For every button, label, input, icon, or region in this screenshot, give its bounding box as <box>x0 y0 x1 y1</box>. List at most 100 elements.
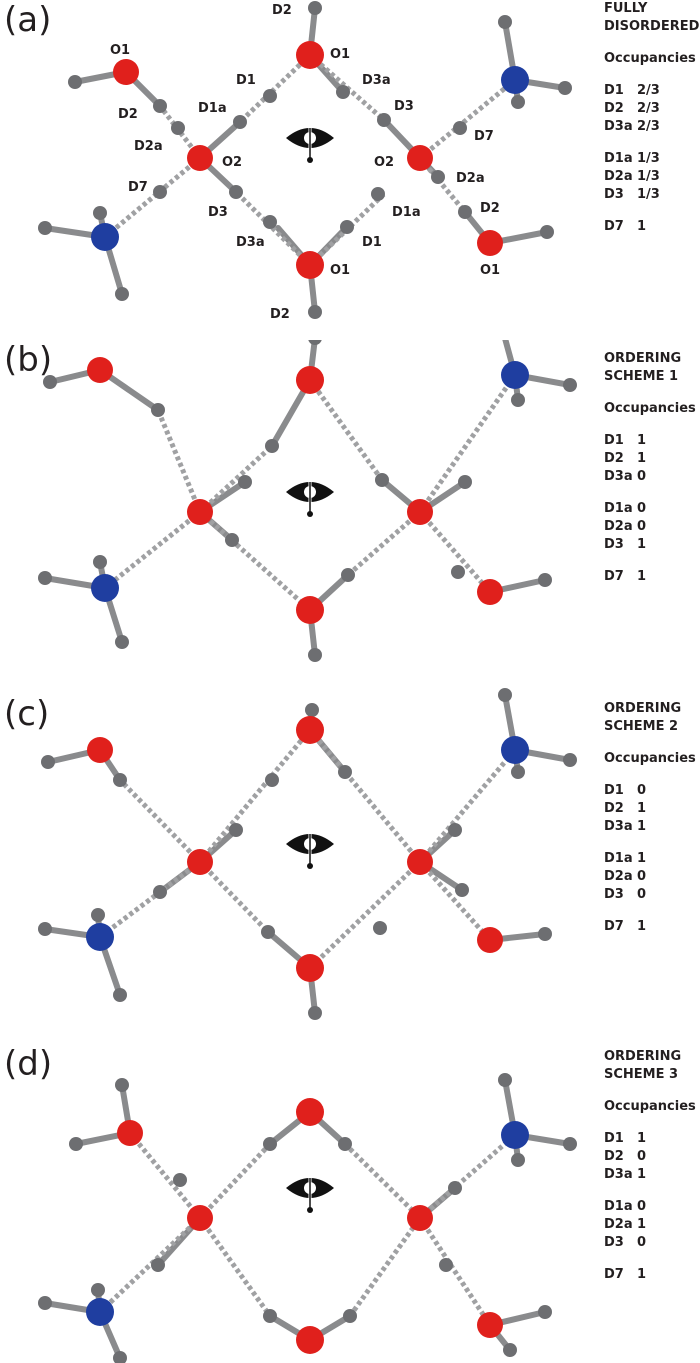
panel-c: (c) <box>0 680 700 1020</box>
deuterium-atoms <box>38 1 572 319</box>
scheme-title: FULLY DISORDERED <box>604 1 700 34</box>
heavy-atoms <box>91 41 529 279</box>
atom-label: O2 <box>222 155 242 170</box>
site-label: D1 <box>604 83 624 98</box>
panel-label: (d) <box>4 1044 53 1084</box>
atom-label: D1a <box>392 205 421 220</box>
site-value: 1 <box>637 1267 647 1282</box>
site-value: 2/3 <box>637 101 660 116</box>
site-label: D1a <box>604 851 633 866</box>
scheme-title: ORDERING SCHEME 2 <box>604 701 682 734</box>
atom-label: D2a <box>456 171 485 186</box>
site-value: 1 <box>637 851 647 866</box>
site-value: 0 <box>637 469 647 484</box>
site-label: D3 <box>604 187 624 202</box>
atom-label: D3a <box>236 235 265 250</box>
occupancy-row: D2 2/3 <box>604 100 700 118</box>
site-label: D1 <box>604 1131 624 1146</box>
site-label: D1a <box>604 1199 633 1214</box>
atom-label: D2a <box>134 139 163 154</box>
panel-b: (b) <box>0 340 700 680</box>
occupancy-row: D3 1 <box>604 536 700 554</box>
site-label: D2 <box>604 451 624 466</box>
atom-label: O1 <box>330 47 350 62</box>
atom-labels: D2 O1 D1 D3a O1 D3 D7 D2 D1a D2a O2 O2 D… <box>110 3 500 322</box>
atom-label: D2 <box>118 107 138 122</box>
molecule-diagram <box>38 1073 577 1363</box>
site-value: 0 <box>637 1235 647 1250</box>
site-value: 0 <box>637 887 647 902</box>
molecule-diagram: D2 O1 D1 D3a O1 D3 D7 D2 D1a D2a O2 O2 D… <box>38 1 572 322</box>
site-value: 0 <box>637 1149 647 1164</box>
occupancies-title: Occupancies <box>604 401 696 416</box>
panel-a: (a) <box>0 0 700 340</box>
site-label: D3 <box>604 537 624 552</box>
occupancies-title: Occupancies <box>604 51 696 66</box>
site-value: 1/3 <box>637 169 660 184</box>
occupancy-row: D1a 1 <box>604 850 700 868</box>
site-value: 0 <box>637 783 647 798</box>
atom-label: D2 <box>272 3 292 18</box>
panel-label: (c) <box>4 694 50 734</box>
site-label: D7 <box>604 569 624 584</box>
site-value: 1 <box>637 1217 647 1232</box>
atom-label: O1 <box>480 263 500 278</box>
molecule-diagram <box>38 688 577 1020</box>
site-value: 2/3 <box>637 83 660 98</box>
site-label: D2 <box>604 801 624 816</box>
site-value: 0 <box>637 869 647 884</box>
eye-icon <box>286 482 334 517</box>
panel-label: (a) <box>4 0 52 40</box>
site-value: 1 <box>637 433 647 448</box>
occupancy-row: D1 1 <box>604 1130 700 1148</box>
occupancy-row: D3 0 <box>604 1234 700 1252</box>
atom-label: D2 <box>480 201 500 216</box>
occupancy-row: D2 0 <box>604 1148 700 1166</box>
site-label: D2 <box>604 1149 624 1164</box>
occupancy-row: D3a 0 <box>604 468 700 486</box>
site-label: D3a <box>604 119 633 134</box>
site-value: 1 <box>637 819 647 834</box>
panel-d: (d) <box>0 1020 700 1363</box>
site-value: 1 <box>637 1167 647 1182</box>
site-label: D3 <box>604 1235 624 1250</box>
atom-label: D3 <box>394 99 414 114</box>
site-value: 1 <box>637 537 647 552</box>
site-value: 1 <box>637 1131 647 1146</box>
scheme-title: ORDERING SCHEME 1 <box>604 351 682 384</box>
site-label: D2a <box>604 869 633 884</box>
occupancy-row: D1a 0 <box>604 1198 700 1216</box>
occupancies-title: Occupancies <box>604 751 696 766</box>
eye-icon <box>286 128 334 163</box>
atom-label: D1a <box>198 101 227 116</box>
atom-label: O1 <box>110 43 130 58</box>
site-value: 0 <box>637 1199 647 1214</box>
site-label: D1a <box>604 151 633 166</box>
occupancies-title: Occupancies <box>604 1099 696 1114</box>
occupancy-panel: FULLY DISORDERED Occupancies D1 2/3 D2 2/3… <box>604 0 700 236</box>
eye-icon <box>286 1178 334 1213</box>
occupancy-row: D2a 0 <box>604 868 700 886</box>
site-value: 1 <box>637 451 647 466</box>
site-label: D2 <box>604 101 624 116</box>
site-label: D3a <box>604 469 633 484</box>
atom-label: D3a <box>362 73 391 88</box>
